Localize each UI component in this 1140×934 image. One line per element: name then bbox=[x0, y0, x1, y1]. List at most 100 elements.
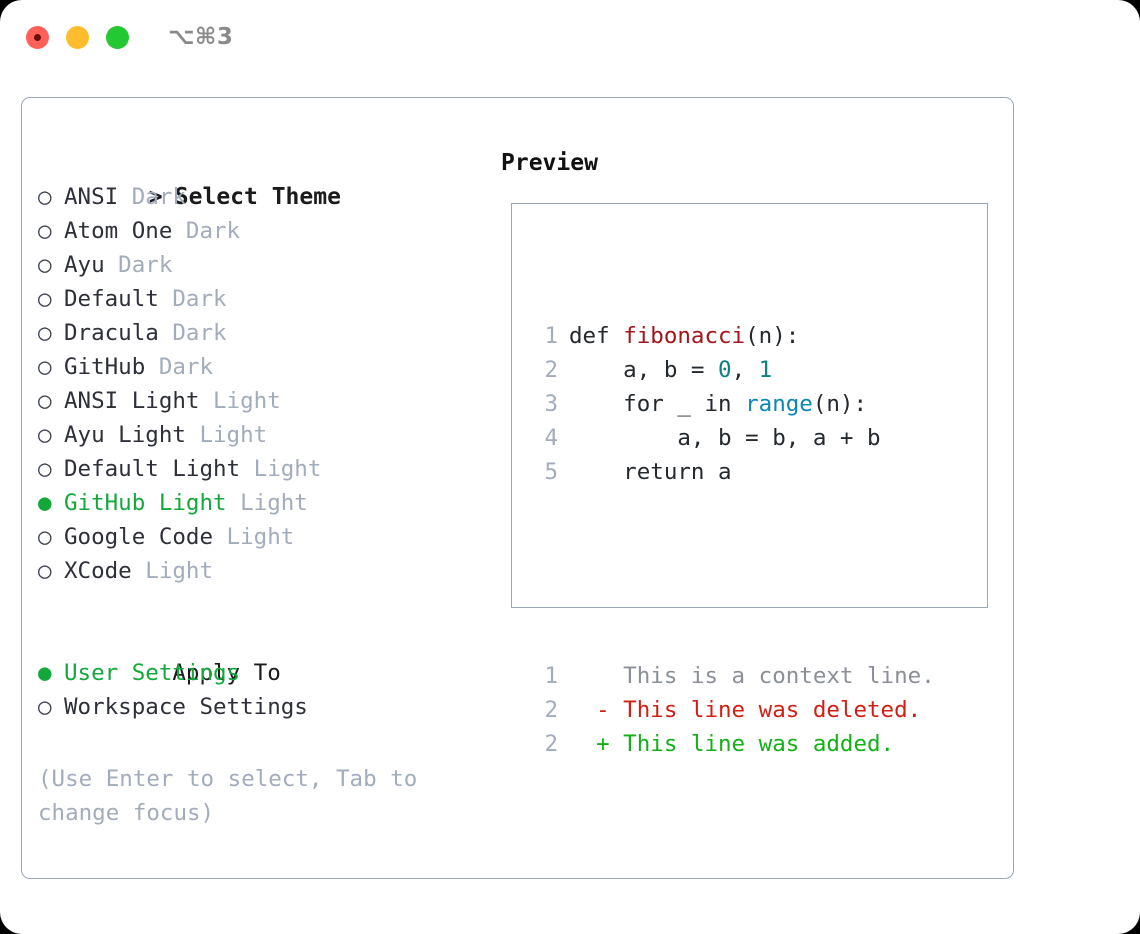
theme-list-item[interactable]: ○Atom One Dark bbox=[38, 214, 488, 248]
keyboard-hint-line-1: (Use Enter to select, Tab to bbox=[38, 766, 418, 792]
theme-name: ANSI Light bbox=[64, 388, 200, 414]
theme-variant-label: Dark bbox=[172, 218, 241, 244]
theme-list-item[interactable]: ○ Dracula Dark bbox=[38, 316, 488, 350]
apply-to-label: User Settings bbox=[64, 660, 241, 686]
radio-unselected-icon: ○ bbox=[38, 456, 52, 482]
code-line-number: 5 bbox=[544, 459, 558, 485]
cursor-caret-icon: > bbox=[148, 184, 177, 210]
theme-selector-column: > Select Theme ○ANSI Dark○Atom One Dark○… bbox=[38, 146, 488, 724]
theme-list-item[interactable]: ○ Ayu Light Light bbox=[38, 418, 488, 452]
preview-heading: Preview bbox=[501, 150, 598, 176]
radio-unselected-icon: ○ bbox=[38, 286, 52, 312]
theme-variant-label: Dark bbox=[145, 354, 214, 380]
minimize-button[interactable] bbox=[66, 26, 89, 49]
diff-line-text: + This line was added. bbox=[569, 731, 895, 757]
code-token-plain: (n): bbox=[745, 323, 800, 349]
theme-variant-label: Light bbox=[226, 490, 308, 516]
diff-line-number: 1 bbox=[544, 663, 558, 689]
radio-unselected-icon: ○ bbox=[38, 252, 52, 278]
theme-list-item[interactable]: ○GitHub Dark bbox=[38, 350, 488, 384]
keyboard-shortcut-label: ⌥⌘3 bbox=[168, 24, 234, 50]
code-line: 2 a, b = 0, 1 bbox=[532, 353, 935, 387]
theme-variant-label: Light bbox=[185, 422, 268, 448]
theme-list-item[interactable]: ○ Ayu Dark bbox=[38, 248, 488, 282]
radio-selected-icon: ● bbox=[38, 490, 52, 516]
theme-variant-label: Dark bbox=[104, 252, 173, 278]
theme-variant-label: Dark bbox=[118, 184, 186, 210]
theme-list-item[interactable]: ● GitHub Light Light bbox=[38, 486, 488, 520]
apply-to-item[interactable]: ● User Settings bbox=[38, 656, 488, 690]
theme-list-heading-label: Select Theme bbox=[174, 184, 341, 210]
theme-name: Google Code bbox=[64, 524, 214, 550]
maximize-button[interactable] bbox=[106, 26, 129, 49]
theme-name: XCode bbox=[64, 558, 132, 584]
theme-list-item[interactable]: ○ Default Dark bbox=[38, 282, 488, 316]
keyboard-hint-line-2: change focus) bbox=[38, 800, 215, 826]
diff-line: 2 + This line was added. bbox=[532, 727, 935, 761]
diff-sample: 1 This is a context line.2 - This line w… bbox=[532, 659, 935, 761]
radio-unselected-icon: ○ bbox=[38, 388, 52, 414]
theme-variant-label: Light bbox=[131, 558, 214, 584]
theme-variant-label: Light bbox=[199, 388, 281, 414]
code-token-kw: def bbox=[569, 323, 624, 349]
close-button[interactable] bbox=[26, 26, 49, 49]
diff-line-text: - This line was deleted. bbox=[569, 697, 922, 723]
theme-name: ANSI bbox=[64, 184, 119, 210]
radio-selected-icon: ● bbox=[38, 660, 52, 686]
apply-to-item[interactable]: ○ Workspace Settings bbox=[38, 690, 488, 724]
theme-list-item[interactable]: ○ Google Code Light bbox=[38, 520, 488, 554]
theme-name: Ayu bbox=[64, 252, 105, 278]
radio-unselected-icon: ○ bbox=[38, 184, 52, 210]
theme-variant-label: Light bbox=[213, 524, 295, 550]
code-token-num: 1 bbox=[758, 357, 773, 383]
code-token-plain: return a bbox=[569, 459, 732, 485]
theme-name: Ayu Light bbox=[64, 422, 186, 448]
theme-name: Default bbox=[64, 286, 159, 312]
apply-to-list: ● User Settings ○ Workspace Settings bbox=[38, 656, 488, 724]
preview-column: Preview bbox=[501, 146, 1001, 180]
title-bar: ⌥⌘3 bbox=[0, 0, 1140, 76]
apply-to-label: Workspace Settings bbox=[64, 694, 308, 720]
diff-line-text: This is a context line. bbox=[569, 663, 935, 689]
code-line-number: 2 bbox=[544, 357, 558, 383]
section-spacer bbox=[38, 588, 488, 622]
radio-unselected-icon: ○ bbox=[38, 422, 52, 448]
theme-variant-label: Light bbox=[240, 456, 322, 482]
code-token-plain: (n): bbox=[812, 391, 868, 417]
theme-name: Atom One bbox=[64, 218, 173, 244]
theme-variant-label: Dark bbox=[158, 286, 227, 312]
code-line-number: 4 bbox=[544, 425, 558, 451]
keyboard-hint: (Use Enter to select, Tab to change focu… bbox=[38, 762, 458, 830]
theme-list-heading: > Select Theme bbox=[38, 146, 488, 210]
theme-name: GitHub bbox=[64, 354, 146, 380]
code-line: 5 return a bbox=[532, 455, 935, 489]
theme-name: Default Light bbox=[64, 456, 241, 482]
diff-line: 2 - This line was deleted. bbox=[532, 693, 935, 727]
radio-unselected-icon: ○ bbox=[38, 524, 52, 550]
code-token-num: 0 bbox=[718, 357, 732, 383]
code-line-number: 3 bbox=[544, 391, 558, 417]
theme-list-item[interactable]: ○ ANSI Light Light bbox=[38, 384, 488, 418]
theme-list-item[interactable]: ○ ANSI Dark bbox=[38, 180, 488, 214]
diff-line: 1 This is a context line. bbox=[532, 659, 935, 693]
diff-line-number: 2 bbox=[544, 697, 558, 723]
code-token-builtin: range bbox=[745, 391, 813, 417]
diff-line-number: 2 bbox=[544, 731, 558, 757]
theme-variant-label: Dark bbox=[158, 320, 227, 346]
apply-to-heading: Apply To bbox=[38, 622, 488, 686]
code-line: 4 a, b = b, a + b bbox=[532, 421, 935, 455]
radio-unselected-icon: ○ bbox=[38, 694, 52, 720]
theme-name: Dracula bbox=[64, 320, 159, 346]
theme-list-item[interactable]: ○XCode Light bbox=[38, 554, 488, 588]
theme-list-item[interactable]: ○ Default Light Light bbox=[38, 452, 488, 486]
code-token-plain: for _ in bbox=[569, 391, 746, 417]
code-diff-separator bbox=[532, 557, 935, 591]
radio-unselected-icon: ○ bbox=[38, 320, 52, 346]
theme-name: GitHub Light bbox=[64, 490, 227, 516]
main-panel: > Select Theme ○ANSI Dark○Atom One Dark○… bbox=[21, 97, 1014, 879]
